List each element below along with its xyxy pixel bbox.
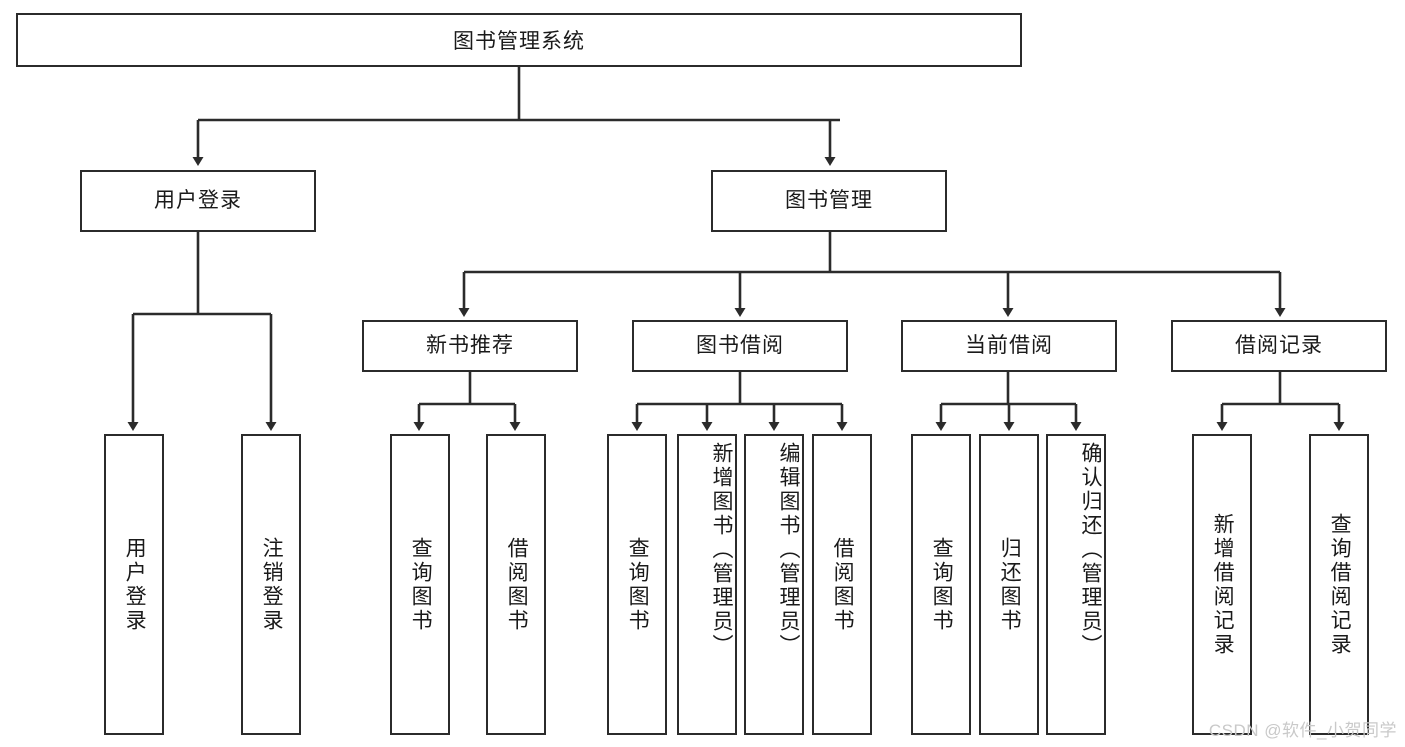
leaf-bb-add-book-admin[interactable]: 新增图书（管理员） bbox=[677, 434, 737, 735]
leaf-logout[interactable]: 注销登录 bbox=[241, 434, 301, 735]
leaf-cb-query-book[interactable]: 查询图书 bbox=[911, 434, 971, 735]
leaf-br-add-record[interactable]: 新增借阅记录 bbox=[1192, 434, 1252, 735]
leaf-br-query-record[interactable]: 查询借阅记录 bbox=[1309, 434, 1369, 735]
node-borrow-record[interactable]: 借阅记录 bbox=[1171, 320, 1387, 372]
node-label: 用户登录 bbox=[123, 536, 147, 633]
node-label: 查询借阅记录 bbox=[1328, 512, 1352, 657]
node-label: 借阅图书 bbox=[831, 536, 855, 633]
node-label: 当前借阅 bbox=[965, 334, 1053, 358]
node-label: 归还图书 bbox=[998, 536, 1022, 633]
node-label: 注销登录 bbox=[260, 536, 284, 633]
node-label: 查询图书 bbox=[930, 536, 954, 633]
node-book-borrow[interactable]: 图书借阅 bbox=[632, 320, 848, 372]
leaf-bb-query-book[interactable]: 查询图书 bbox=[607, 434, 667, 735]
node-new-book-recommend[interactable]: 新书推荐 bbox=[362, 320, 578, 372]
node-label: 借阅图书 bbox=[505, 536, 529, 633]
node-label: 查询图书 bbox=[626, 536, 650, 633]
leaf-user-login[interactable]: 用户登录 bbox=[104, 434, 164, 735]
node-label: 确认归还（管理员） bbox=[1079, 442, 1102, 658]
node-label: 新增借阅记录 bbox=[1211, 512, 1235, 657]
node-label: 新书推荐 bbox=[426, 334, 514, 358]
leaf-nb-query-book[interactable]: 查询图书 bbox=[390, 434, 450, 735]
node-label: 用户登录 bbox=[154, 189, 242, 213]
node-root-system[interactable]: 图书管理系统 bbox=[16, 13, 1022, 67]
node-book-management[interactable]: 图书管理 bbox=[711, 170, 947, 232]
node-label: 查询图书 bbox=[409, 536, 433, 633]
node-label: 图书管理系统 bbox=[453, 30, 585, 53]
node-label: 编辑图书（管理员） bbox=[777, 442, 800, 658]
node-current-borrow[interactable]: 当前借阅 bbox=[901, 320, 1117, 372]
leaf-nb-borrow-book[interactable]: 借阅图书 bbox=[486, 434, 546, 735]
watermark: CSDN @软件_小贺同学 bbox=[1208, 721, 1397, 740]
node-label: 借阅记录 bbox=[1235, 334, 1323, 358]
leaf-bb-borrow-book[interactable]: 借阅图书 bbox=[812, 434, 872, 735]
node-user-login[interactable]: 用户登录 bbox=[80, 170, 316, 232]
node-label: 图书借阅 bbox=[696, 334, 784, 358]
node-label: 新增图书（管理员） bbox=[710, 442, 733, 658]
leaf-bb-edit-book-admin[interactable]: 编辑图书（管理员） bbox=[744, 434, 804, 735]
leaf-cb-return-book[interactable]: 归还图书 bbox=[979, 434, 1039, 735]
leaf-cb-confirm-return-admin[interactable]: 确认归还（管理员） bbox=[1046, 434, 1106, 735]
node-label: 图书管理 bbox=[785, 189, 873, 213]
